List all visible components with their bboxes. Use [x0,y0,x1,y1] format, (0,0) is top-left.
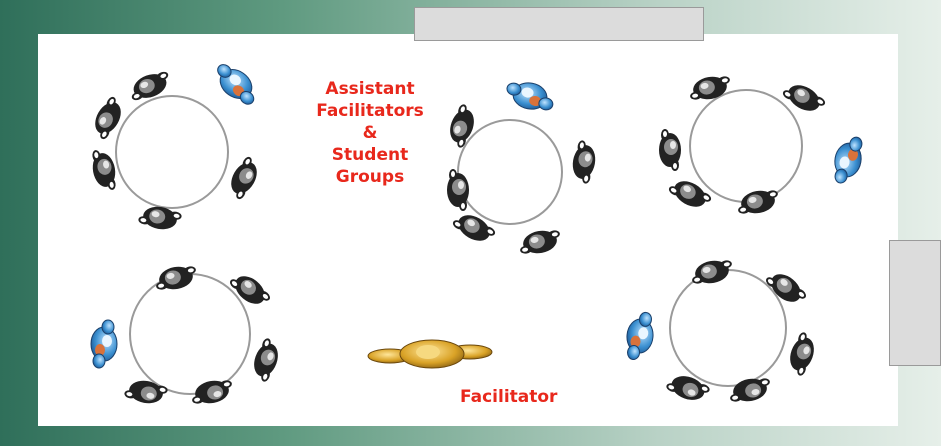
facilitator-label: Facilitator [460,387,558,407]
door-top [414,7,704,41]
table-bottom-left [90,263,284,407]
table-top-center [444,78,599,257]
groups-label-line-1: Assistant [325,79,415,99]
groups-label-line-3: & [362,123,378,143]
groups-label-line-4: Student [331,145,409,165]
groups-label-line-5: Groups [335,167,405,187]
table-top-left [87,59,265,233]
facilitator-figure [367,339,493,369]
groups-label-line-2: Facilitators [316,101,424,121]
assistant-facilitators-student-groups-label: Assistant Facilitators & Student Groups [300,78,440,188]
table-bottom-right [624,257,820,406]
table-top-right [659,73,866,217]
